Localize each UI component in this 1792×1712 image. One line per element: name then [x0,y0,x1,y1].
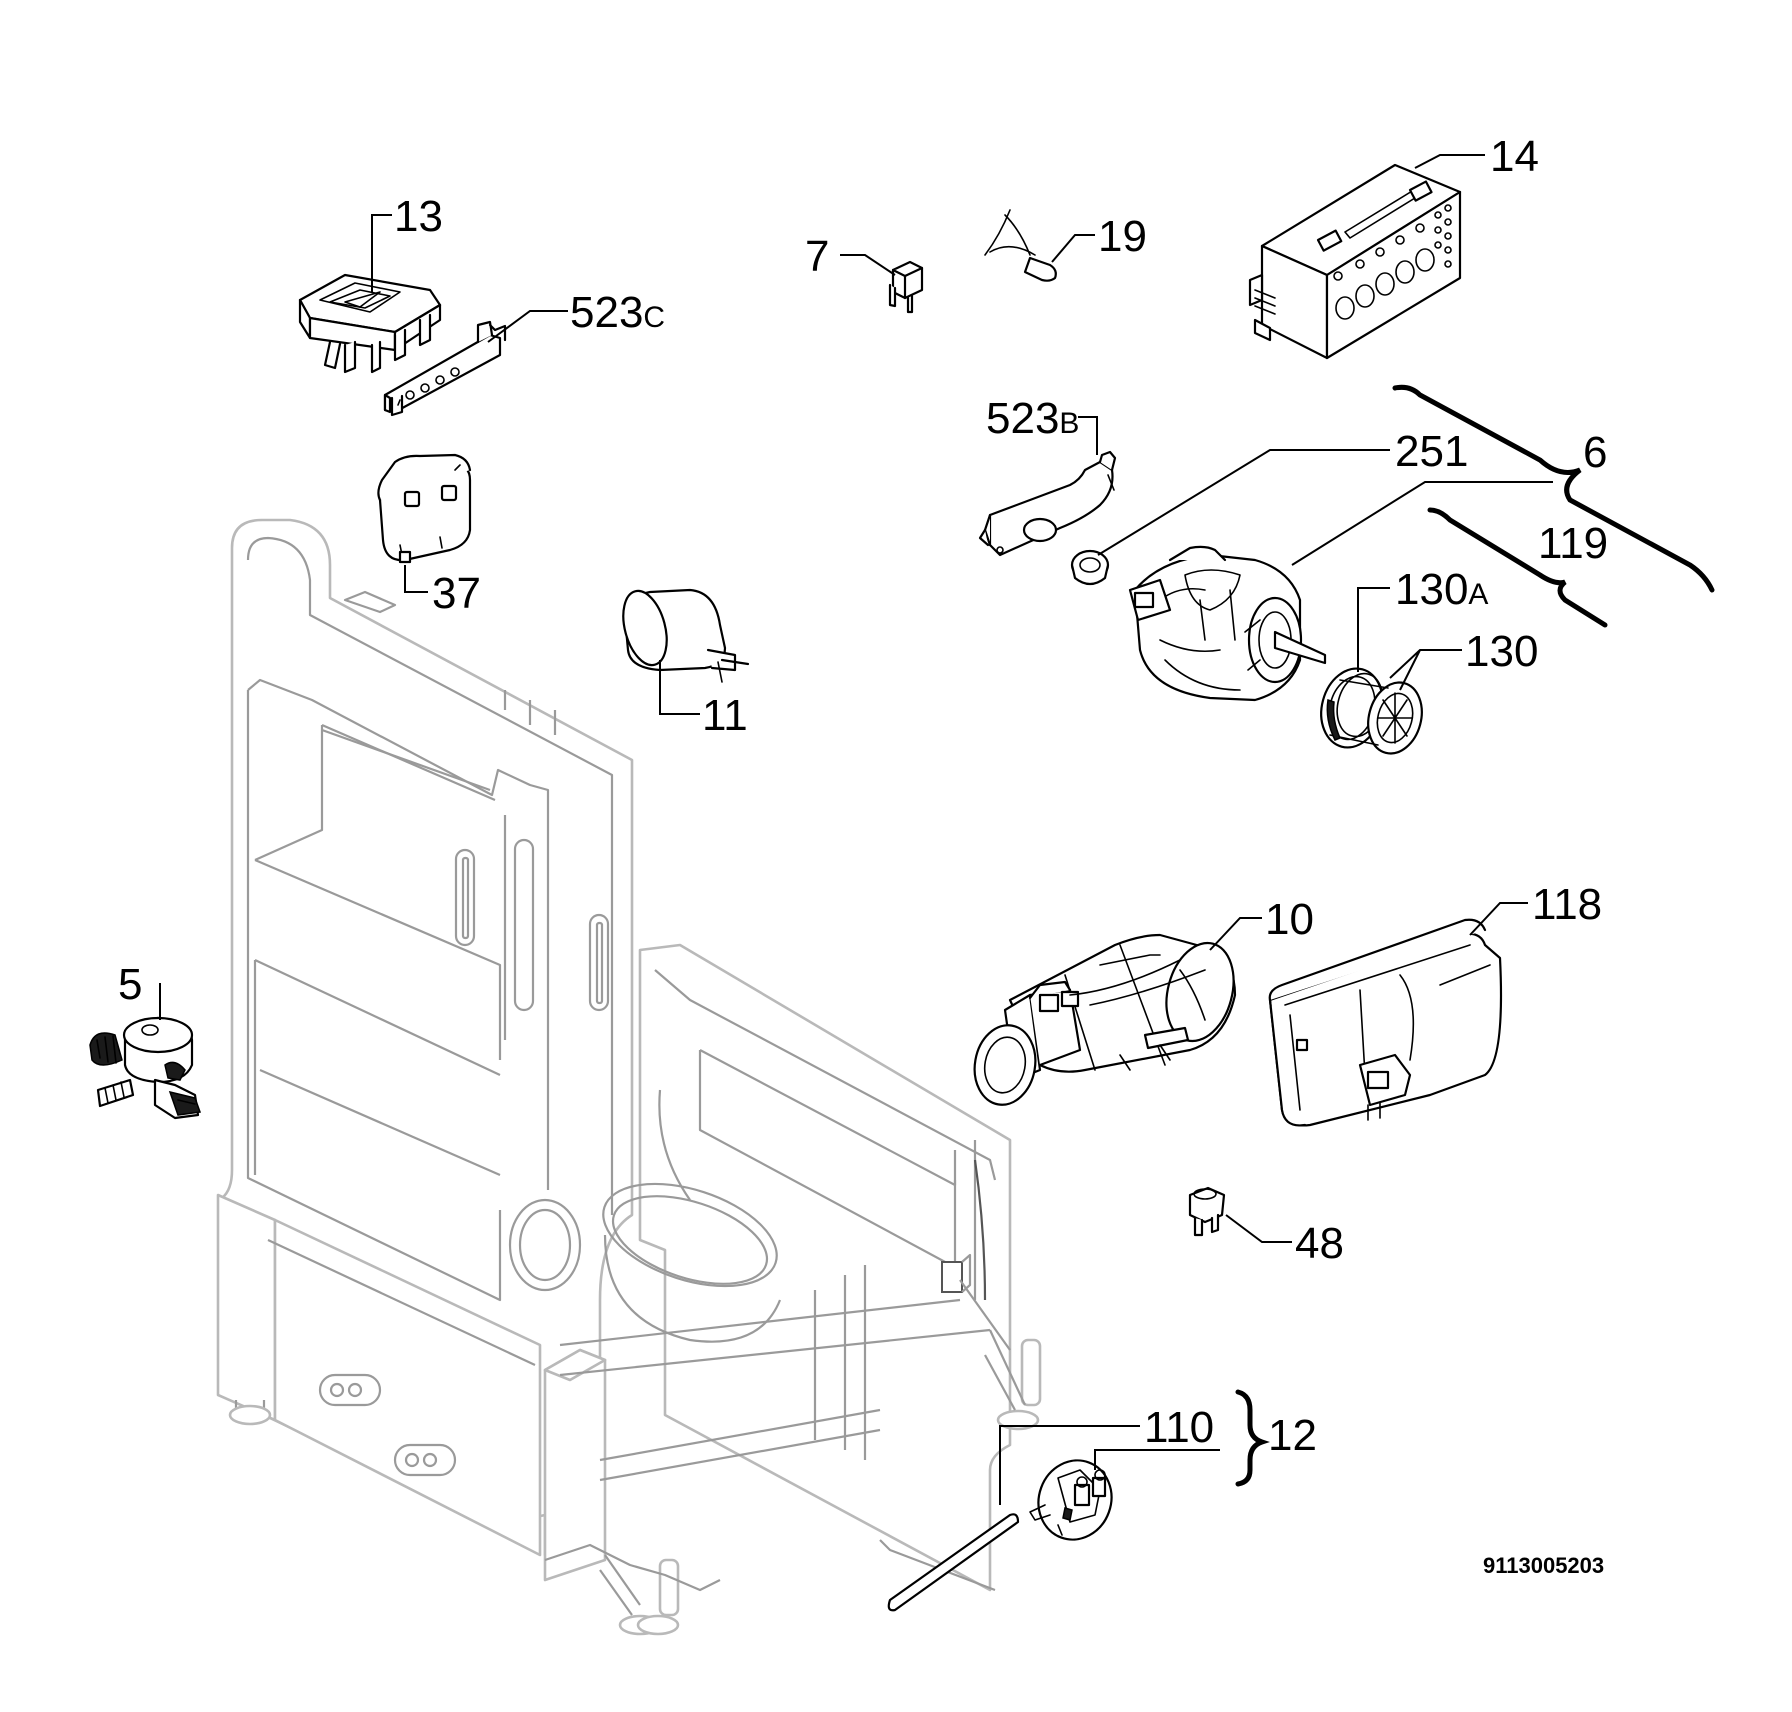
part-523c-bracket [383,320,507,417]
label-37: 37 [432,569,481,618]
part-130-impeller [1320,667,1423,755]
label-6: 6 [1583,428,1607,477]
part-118-dispenser [1268,918,1503,1127]
part-12-level-sensor [887,1459,1113,1612]
leader-lines [159,154,1553,1505]
part-11-capacitor [622,588,750,683]
label-130a: 130A [1395,565,1488,614]
label-5: 5 [118,960,142,1009]
module-buttons [1333,204,1452,320]
label-14: 14 [1490,132,1539,181]
label-7: 7 [805,232,829,281]
label-251: 251 [1395,427,1468,476]
label-11: 11 [702,691,748,740]
label-118: 118 [1532,880,1602,929]
part-48-sensor [1188,1186,1226,1237]
part-14-control-module [1248,163,1462,360]
part-13-door-switch [298,273,442,374]
part-523b-bracket [978,450,1117,557]
label-119: 119 [1538,519,1608,568]
part-7-clip [888,260,924,314]
frame-feet [228,1279,1042,1636]
label-130: 130 [1465,627,1538,676]
part-10-heater [973,933,1237,1106]
drawing-number: 9113005203 [1483,1553,1604,1578]
label-523c: 523C [570,288,665,337]
label-10: 10 [1265,895,1314,944]
part-251-cap [1070,549,1110,586]
part-5-inlet-valve [89,1016,202,1120]
label-19: 19 [1098,212,1147,261]
part-6-pump-motor [1128,545,1327,702]
dishwasher-base-frame [216,518,1042,1636]
part-37-filter-module [377,453,472,564]
part-labels: 13 523C 37 11 7 19 14 523B 251 6 119 130… [118,132,1608,1578]
label-48: 48 [1295,1219,1344,1268]
label-523b: 523B [986,394,1079,443]
assembly-braces [1235,384,1715,1487]
label-13: 13 [394,192,443,241]
label-12: 12 [1268,1411,1317,1460]
part-19-sensor [984,209,1057,282]
label-110: 110 [1144,1403,1214,1452]
